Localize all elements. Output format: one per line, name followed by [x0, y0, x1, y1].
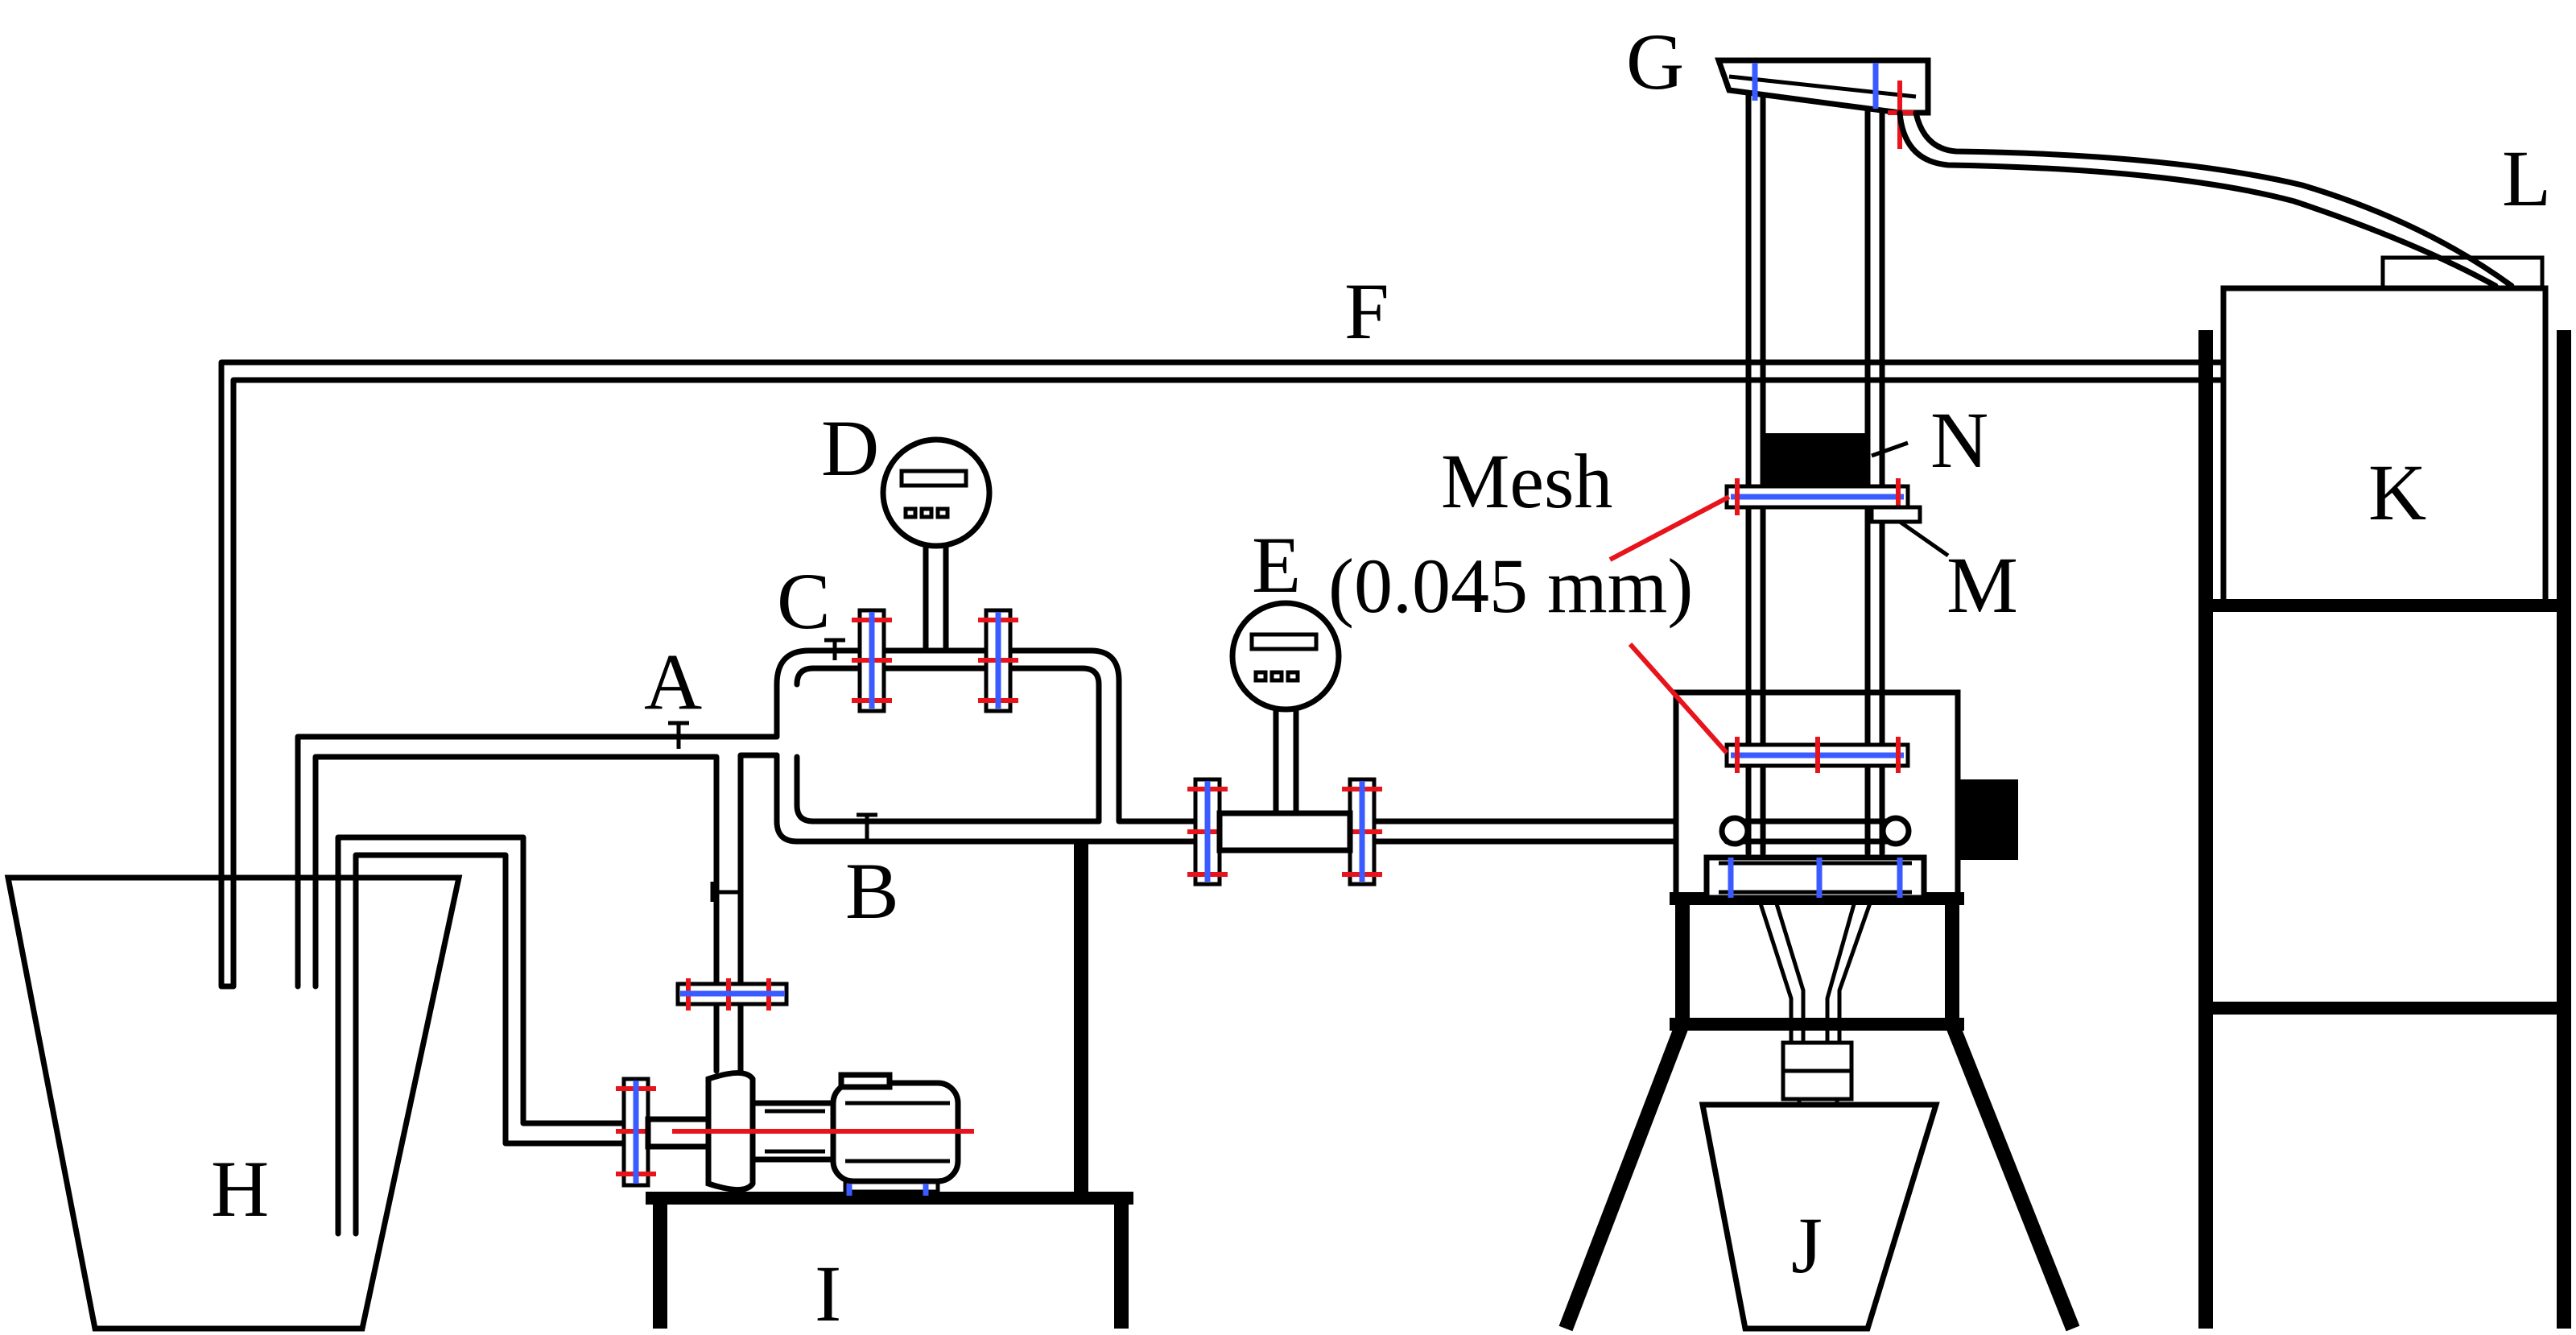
pump-table: [646, 841, 1133, 1329]
label-h: H: [211, 1144, 269, 1234]
flow-meter-e: [1229, 600, 1342, 816]
bypass-pipe: [295, 681, 780, 990]
flange-e-right: [1342, 777, 1382, 887]
side-valve: [710, 882, 741, 902]
label-f: F: [1344, 267, 1389, 356]
label-e: E: [1252, 520, 1301, 610]
label-j: J: [1791, 1201, 1823, 1290]
tank-k: [2220, 255, 2549, 607]
suction-pipe: [335, 834, 712, 1237]
valve-c: [824, 638, 845, 660]
tank-h: [4, 874, 463, 1332]
flange-e-left: [1187, 777, 1228, 887]
pump-i: [616, 1070, 974, 1196]
flange-loop-left: [852, 608, 892, 713]
overflow-pipe-l: [1897, 110, 2515, 289]
tank-k-stand: [2198, 330, 2571, 1329]
label-b: B: [845, 846, 899, 936]
label-m: M: [1946, 540, 2018, 630]
label-l: L: [2502, 134, 2551, 223]
mesh-flange-upper: [1724, 478, 1910, 515]
label-mesh: Mesh: [1441, 438, 1612, 524]
pump-discharge-pipe: [675, 978, 789, 1074]
separator-internals: [1703, 854, 1927, 1146]
mesh-pointers: [1608, 494, 1731, 754]
label-i: I: [815, 1249, 841, 1335]
meter-section-e: [1216, 810, 1353, 853]
flow-meter-d: [880, 436, 993, 654]
valve-b: [857, 812, 877, 841]
label-c: C: [777, 556, 831, 646]
label-g: G: [1626, 17, 1684, 106]
inlet-loop: [1719, 815, 1912, 847]
label-d: D: [821, 403, 879, 493]
mesh-flange-lower: [1724, 737, 1910, 773]
label-k: K: [2368, 448, 2426, 537]
sample-block-n: [1763, 433, 1909, 486]
label-n: N: [1930, 395, 1988, 485]
loop-pipe-cb: [774, 647, 1203, 845]
label-mesh-size: (0.045 mm): [1328, 543, 1693, 629]
valve-a: [668, 721, 689, 749]
label-a: A: [644, 637, 702, 726]
holder-m: [1869, 505, 1950, 558]
flange-loop-right: [978, 608, 1018, 713]
tank-j: [1699, 1101, 1940, 1332]
